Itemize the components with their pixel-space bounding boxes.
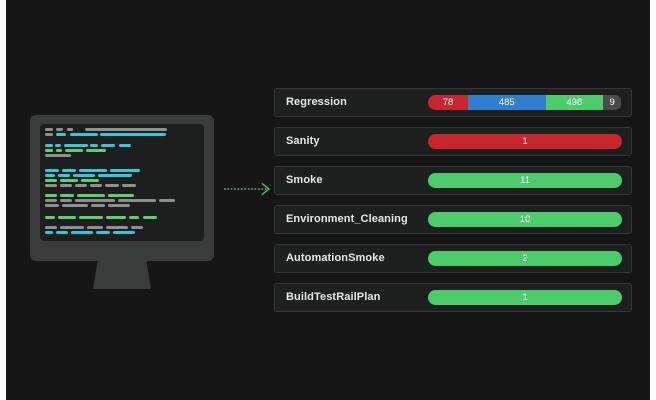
code-line: [96, 231, 110, 234]
code-line: [45, 226, 57, 229]
code-line: [108, 204, 130, 207]
result-segment[interactable]: 9: [603, 95, 622, 110]
suite-row-automationsmoke[interactable]: AutomationSmoke 2: [274, 244, 632, 273]
code-line: [70, 133, 98, 136]
code-line: [45, 216, 55, 219]
code-line: [56, 149, 62, 152]
suite-row-sanity[interactable]: Sanity 1: [274, 127, 632, 156]
suite-name: Sanity: [286, 135, 320, 147]
suite-row-environment-cleaning[interactable]: Environment_Cleaning 10: [274, 205, 632, 234]
code-line: [45, 194, 57, 197]
code-line: [86, 149, 106, 152]
code-line: [159, 199, 175, 202]
code-line: [56, 231, 68, 234]
code-line: [45, 169, 59, 172]
code-line: [45, 204, 59, 207]
results-bar: 2: [428, 251, 622, 266]
suite-name: Smoke: [286, 174, 323, 186]
code-line: [56, 133, 66, 136]
results-bar: 1: [428, 290, 622, 305]
code-line: [58, 174, 70, 177]
code-line: [45, 184, 57, 187]
code-line: [45, 128, 53, 131]
code-line: [77, 194, 105, 197]
code-line: [113, 231, 135, 234]
code-line: [87, 226, 103, 229]
result-segment[interactable]: 2: [428, 251, 622, 266]
code-line: [75, 199, 115, 202]
code-line: [131, 226, 143, 229]
code-line: [119, 144, 131, 147]
code-line: [81, 179, 99, 182]
suite-name: AutomationSmoke: [286, 252, 385, 264]
code-line: [45, 133, 53, 136]
code-line: [129, 216, 139, 219]
code-line: [108, 194, 134, 197]
code-line: [67, 128, 73, 131]
code-line: [122, 184, 136, 187]
code-line: [45, 174, 55, 177]
result-segment[interactable]: 485: [468, 95, 546, 110]
monitor-stand: [93, 261, 151, 289]
code-line: [75, 184, 87, 187]
code-line: [45, 199, 57, 202]
code-line: [98, 174, 132, 177]
result-segment[interactable]: 11: [428, 173, 622, 188]
result-segment[interactable]: 1: [428, 290, 622, 305]
code-line: [64, 144, 88, 147]
code-line: [62, 169, 76, 172]
code-line: [58, 216, 76, 219]
suite-row-smoke[interactable]: Smoke 11: [274, 166, 632, 195]
code-line: [45, 144, 53, 147]
code-line: [90, 184, 102, 187]
code-line: [60, 226, 84, 229]
code-line: [60, 184, 72, 187]
code-screen: [40, 124, 204, 241]
code-line: [85, 128, 167, 131]
suite-name: Environment_Cleaning: [286, 213, 408, 225]
code-line: [101, 144, 115, 147]
code-line: [118, 199, 156, 202]
results-bar: 10: [428, 212, 622, 227]
code-line: [143, 216, 157, 219]
code-line: [100, 133, 166, 136]
code-line: [110, 169, 140, 172]
result-segment[interactable]: 78: [428, 95, 468, 110]
dotted-arrow-right-icon: [224, 182, 271, 196]
code-line: [60, 179, 78, 182]
result-segment[interactable]: 498: [545, 95, 604, 110]
code-line: [79, 216, 103, 219]
code-line: [79, 169, 107, 172]
code-line: [105, 184, 119, 187]
code-line: [90, 144, 98, 147]
code-line: [106, 226, 128, 229]
code-line: [60, 194, 74, 197]
results-bar: 1: [428, 134, 622, 149]
code-line: [62, 204, 88, 207]
code-line: [55, 144, 61, 147]
code-line: [91, 204, 105, 207]
suite-name: BuildTestRailPlan: [286, 291, 381, 303]
result-segment[interactable]: 1: [428, 134, 622, 149]
result-segment[interactable]: 10: [428, 212, 622, 227]
code-line: [45, 179, 57, 182]
code-line: [45, 231, 53, 234]
code-line: [106, 216, 126, 219]
code-line: [71, 231, 93, 234]
code-line: [60, 199, 72, 202]
code-line: [56, 128, 63, 131]
suite-name: Regression: [286, 96, 347, 108]
results-bar: 11: [428, 173, 622, 188]
computer-monitor-icon: [30, 115, 214, 261]
suite-row-buildtestrailplan[interactable]: BuildTestRailPlan 1: [274, 283, 632, 312]
code-line: [45, 149, 53, 152]
code-line: [73, 174, 95, 177]
code-line: [45, 154, 71, 157]
code-line: [65, 149, 83, 152]
